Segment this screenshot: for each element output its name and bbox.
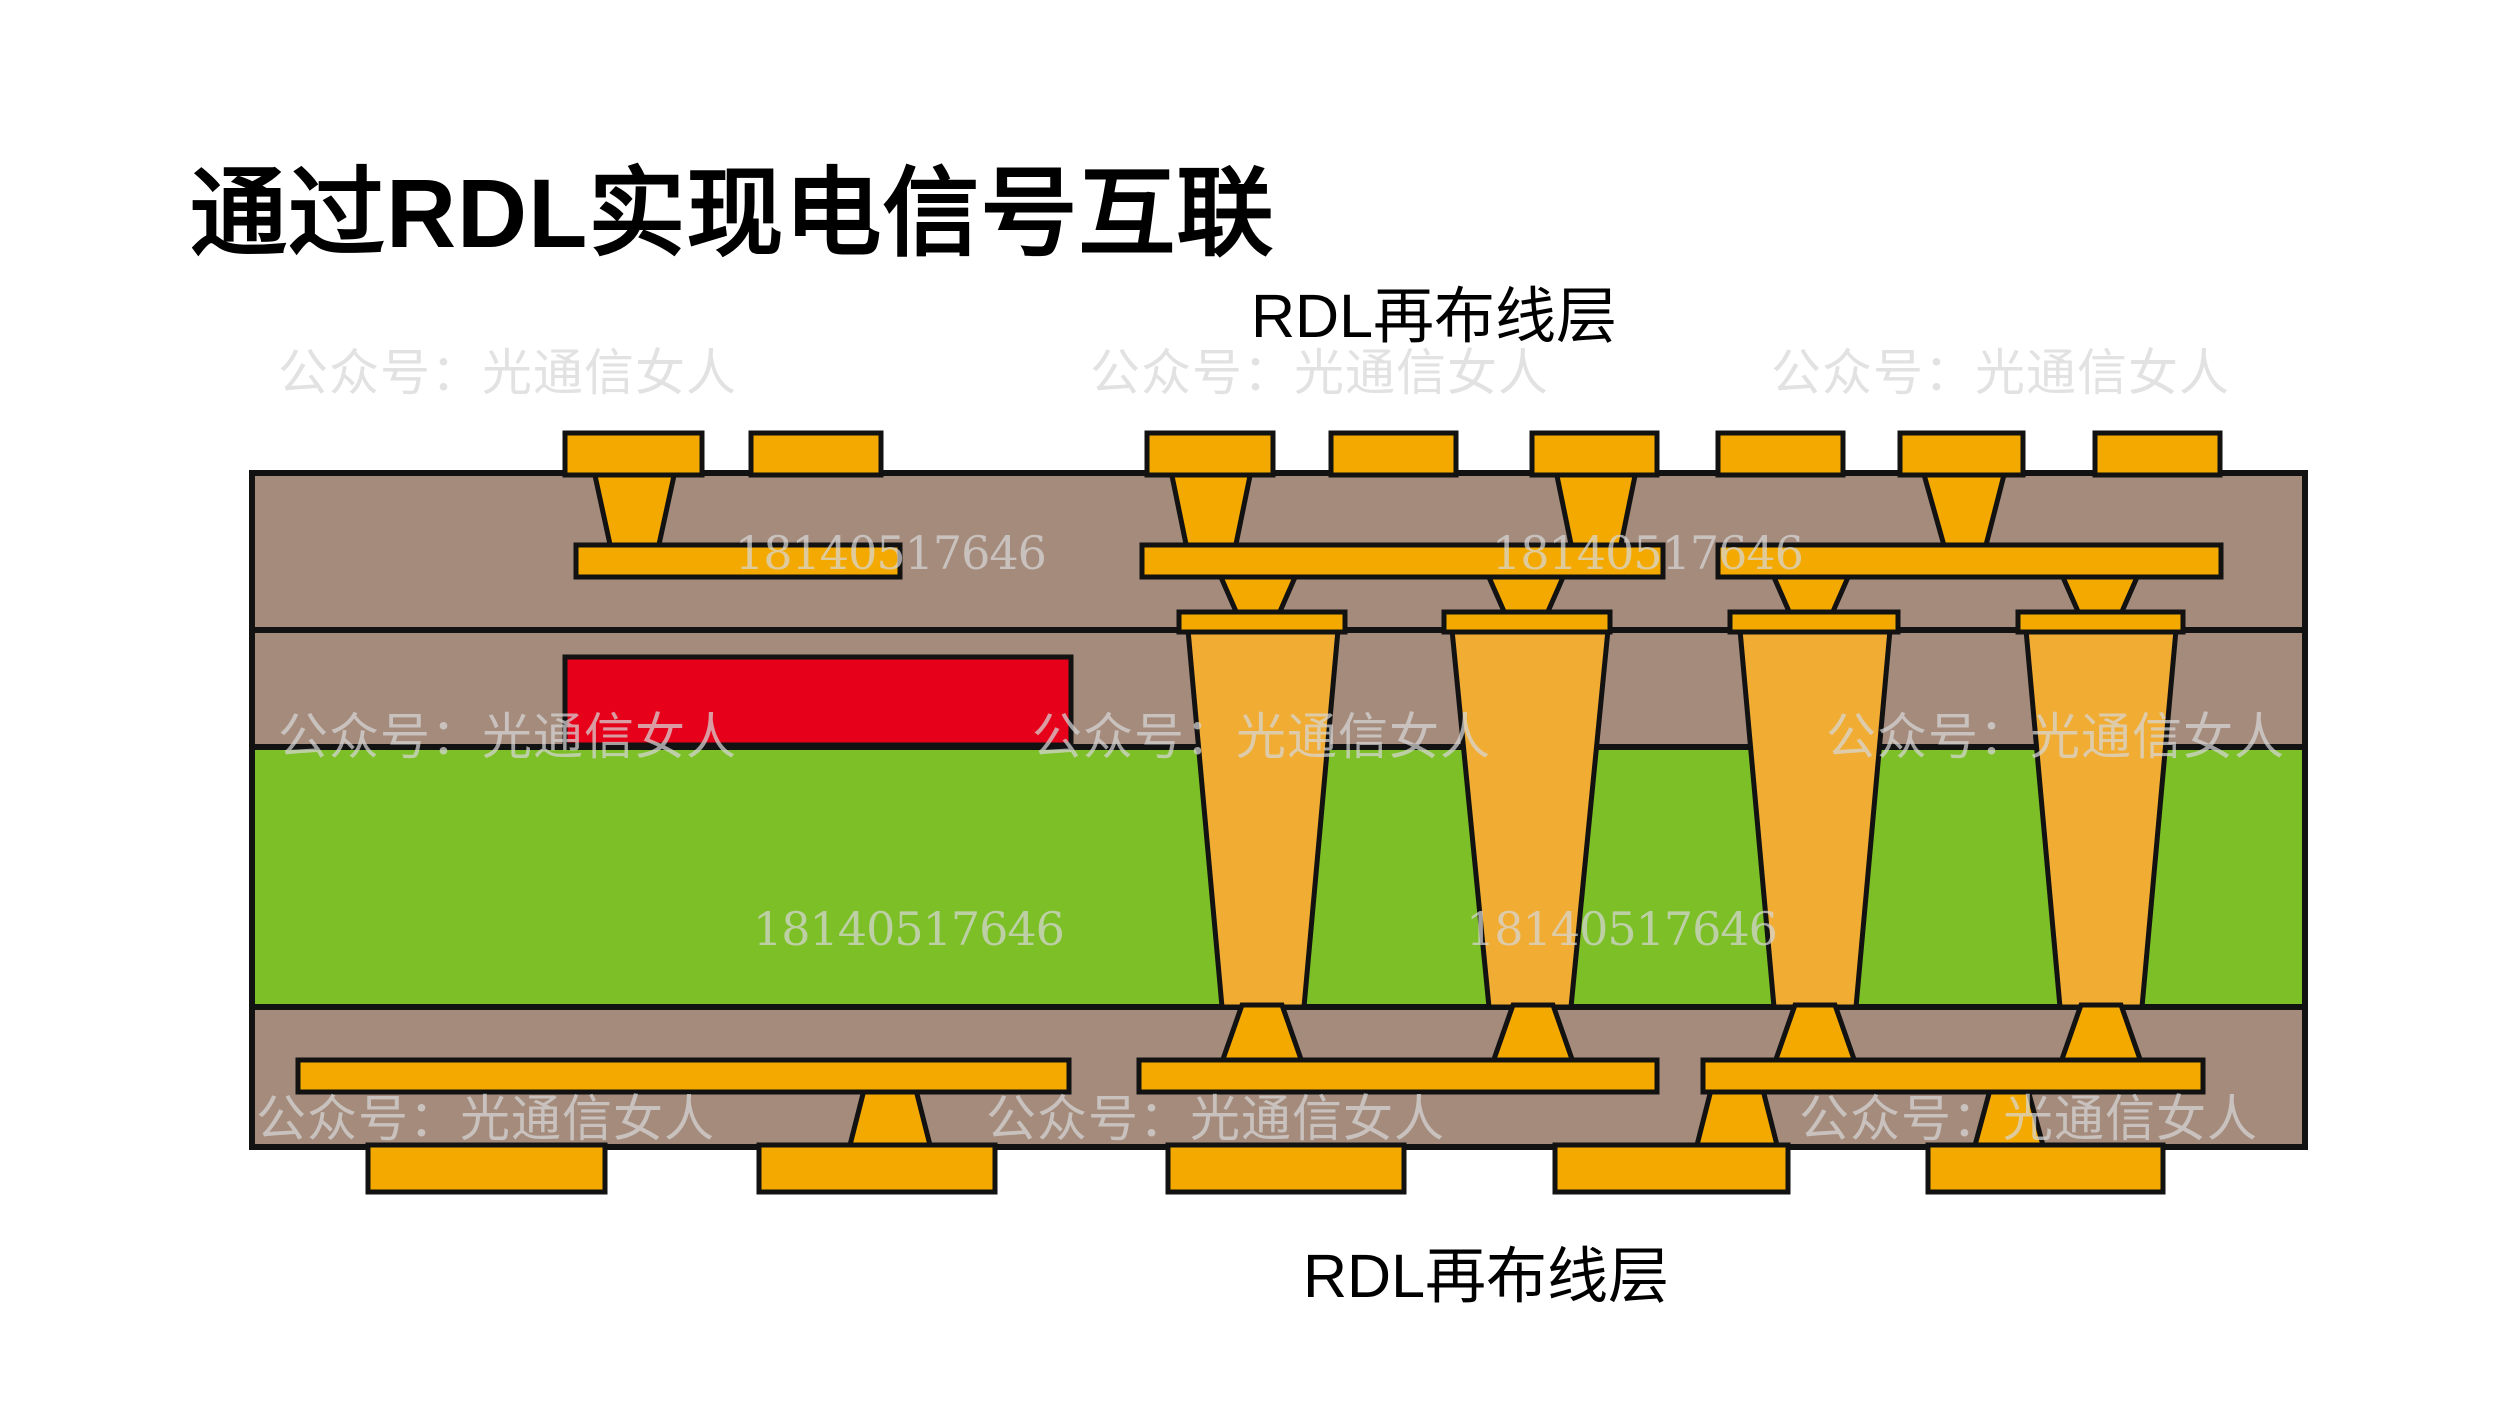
bottom-rdl-trace-2 xyxy=(1136,1057,1660,1095)
top-rdl-trace-3 xyxy=(1715,542,2224,580)
top-pad-7 xyxy=(1897,430,2026,478)
landing-pad-2 xyxy=(1441,609,1613,635)
top-pad-8 xyxy=(2092,430,2223,478)
bottom-rdl-trace-1 xyxy=(295,1057,1072,1095)
top-pad-2 xyxy=(748,430,884,478)
top-pad-6 xyxy=(1715,430,1846,478)
top-rdl-trace-1 xyxy=(573,542,903,580)
pad-via-3 xyxy=(1552,468,1640,552)
top-pad-5 xyxy=(1529,430,1660,478)
landing-pad-4 xyxy=(2015,609,2186,635)
top-pad-1 xyxy=(562,430,705,478)
bottom-rdl-trace-3 xyxy=(1700,1057,2206,1095)
top-rdl-trace-2 xyxy=(1139,542,1666,580)
bottom-pad-via-2 xyxy=(1692,1087,1782,1152)
bottom-pad-2 xyxy=(756,1142,998,1195)
bottom-pad-via-1 xyxy=(845,1087,935,1152)
pad-via-1 xyxy=(590,468,679,552)
top-pad-4 xyxy=(1328,430,1459,478)
rdl-label-top: RDL再布线层 xyxy=(1251,282,1618,350)
bottom-pad-4 xyxy=(1552,1142,1791,1195)
rdl-label-bottom: RDL再布线层 xyxy=(1303,1242,1670,1310)
embedded-die xyxy=(562,654,1074,748)
bottom-pad-1 xyxy=(365,1142,608,1195)
top-pad-3 xyxy=(1144,430,1276,478)
bottom-pad-3 xyxy=(1165,1142,1407,1195)
bottom-pad-5 xyxy=(1925,1142,2166,1195)
landing-pad-1 xyxy=(1176,609,1348,635)
page-title: 通过RDL实现电信号互联 xyxy=(190,158,1275,268)
pad-via-2 xyxy=(1167,468,1255,552)
landing-pad-3 xyxy=(1727,609,1901,635)
